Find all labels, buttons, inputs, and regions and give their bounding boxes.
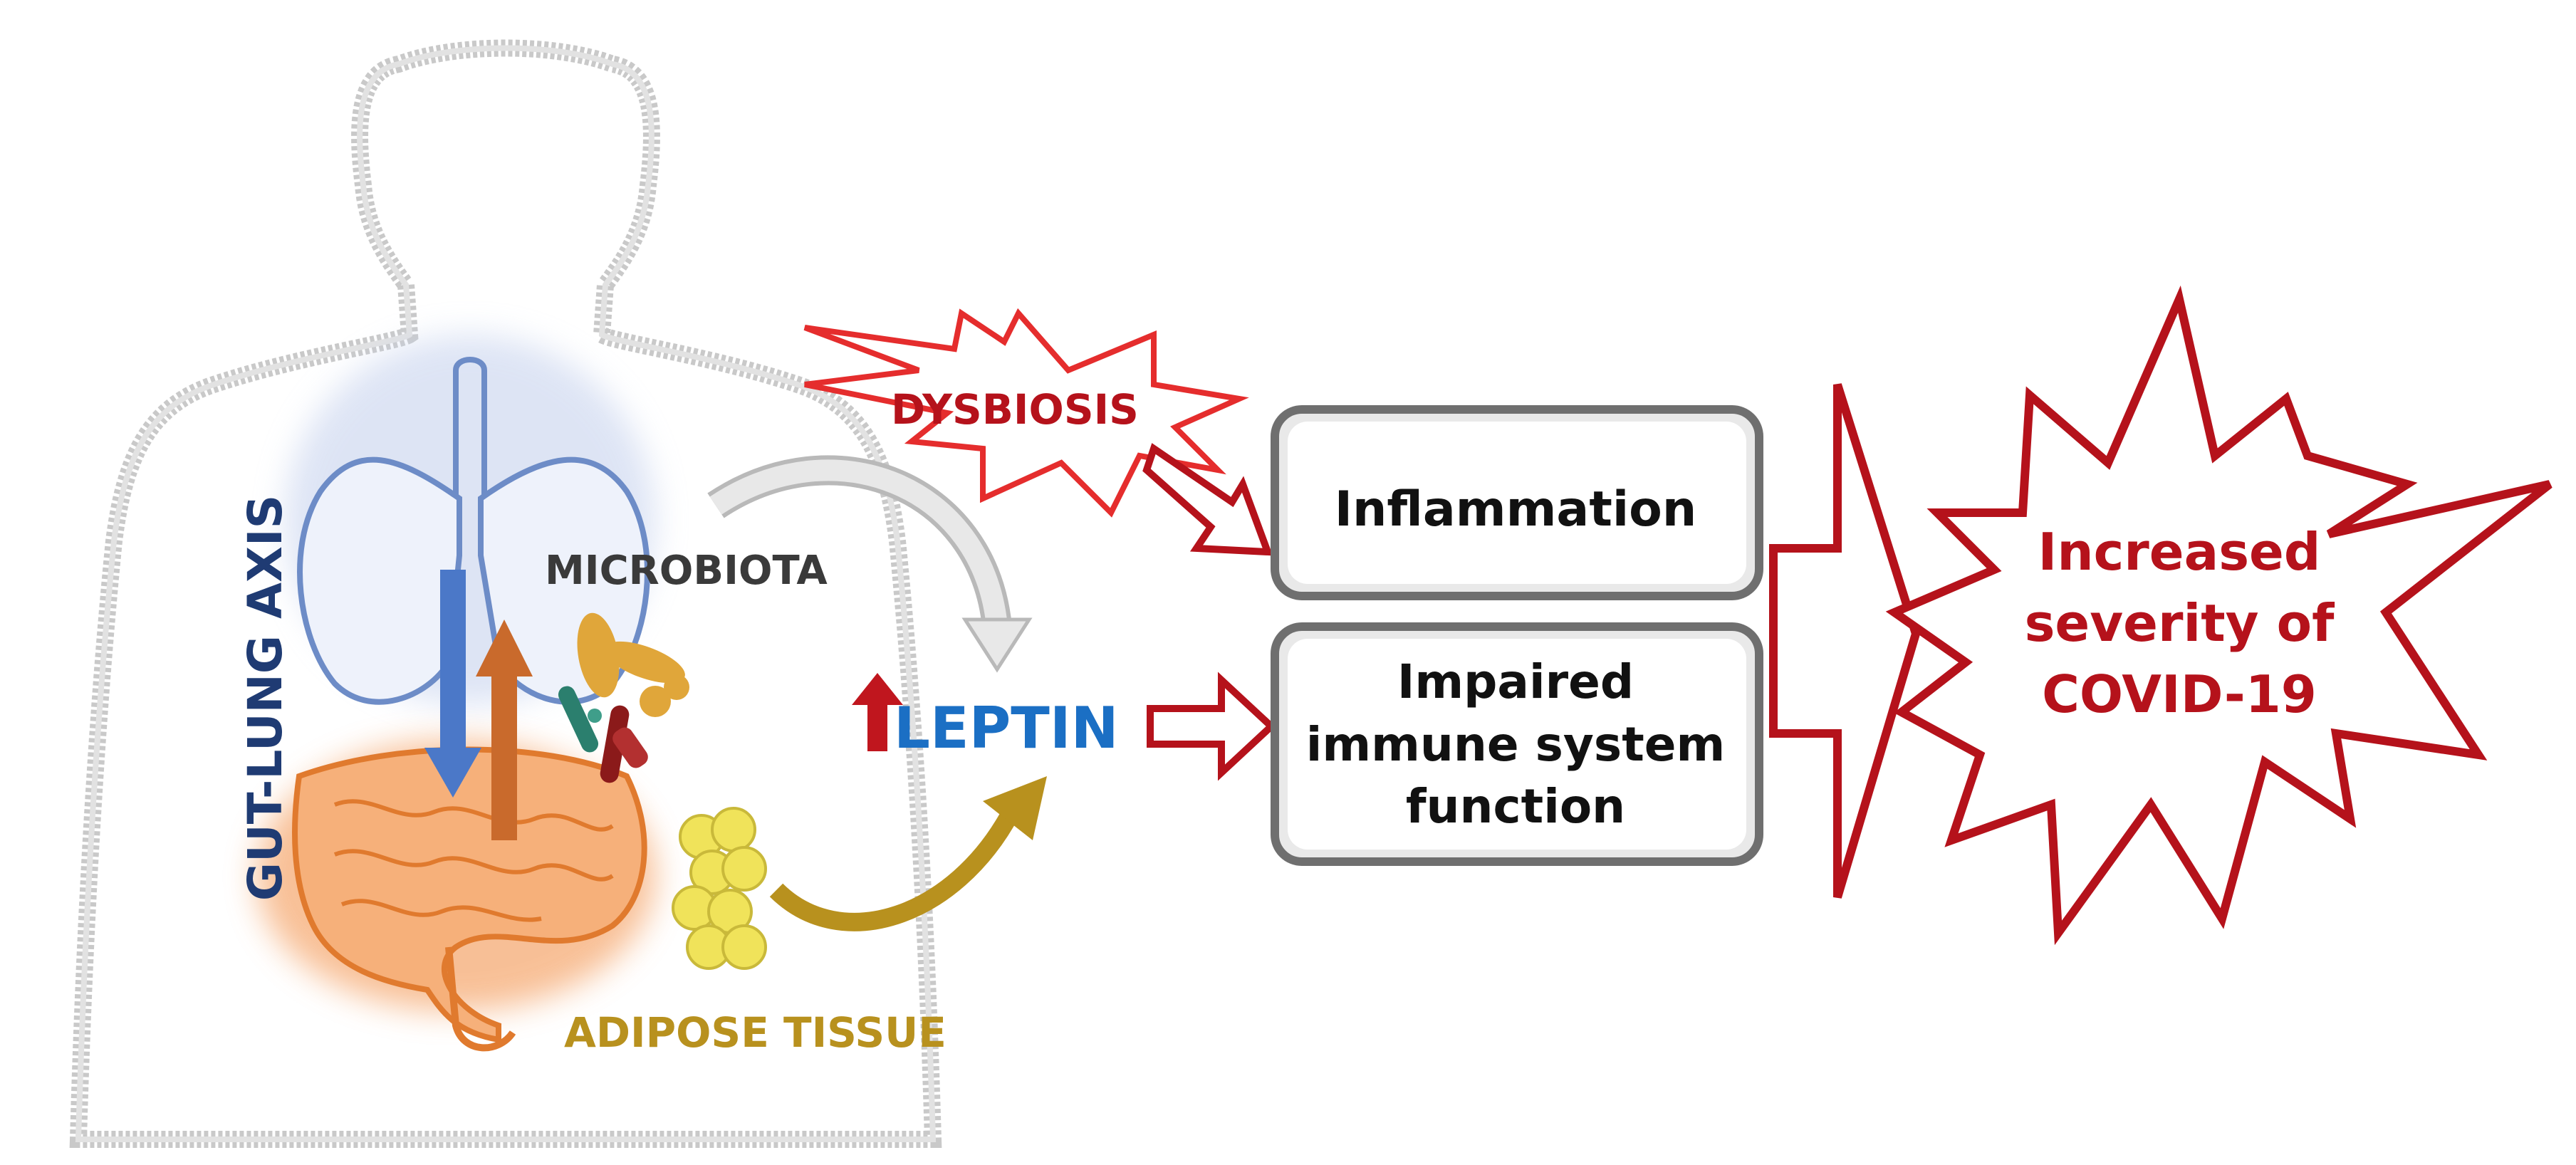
leptin-up-arrow-icon bbox=[852, 673, 903, 751]
gut-lung-axis-label: GUT-LUNG AXIS bbox=[238, 495, 293, 901]
impaired-line3: function bbox=[1406, 779, 1625, 834]
body-outline-inner bbox=[75, 45, 937, 1142]
outcome-line1: Increased bbox=[2038, 522, 2321, 582]
microbiota-label: MICROBIOTA bbox=[545, 548, 828, 594]
impaired-line2: immune system bbox=[1306, 717, 1726, 772]
leptin-label: LEPTIN bbox=[894, 695, 1119, 761]
dysbiosis-to-inflammation-arrow bbox=[1142, 443, 1273, 556]
covid-severity-starburst: Increased severity of COVID-19 bbox=[1885, 285, 2552, 946]
microbiota-icon bbox=[558, 612, 689, 783]
dysbiosis-label: DYSBIOSIS bbox=[891, 385, 1139, 434]
dysbiosis-starburst: DYSBIOSIS bbox=[803, 308, 1249, 518]
inflammation-box: Inflammation bbox=[1271, 405, 1763, 600]
microbiota-to-leptin-arrow bbox=[707, 455, 1033, 673]
gut-lung-arrows bbox=[424, 570, 533, 840]
outcome-line2: severity of bbox=[2025, 593, 2335, 653]
impaired-immune-box: Impaired immune system function bbox=[1271, 622, 1763, 866]
adipose-tissue-icon bbox=[672, 807, 767, 970]
adipose-to-leptin-arrow bbox=[769, 776, 1047, 931]
intestines-icon bbox=[256, 741, 655, 1052]
inflammation-label: Inflammation bbox=[1335, 481, 1697, 538]
lungs-icon bbox=[285, 335, 655, 705]
impaired-line1: Impaired bbox=[1397, 654, 1634, 709]
large-outcome-arrow bbox=[1769, 383, 1921, 899]
outcome-line3: COVID-19 bbox=[2042, 664, 2317, 724]
adipose-tissue-label: ADIPOSE TISSUE bbox=[564, 1008, 947, 1057]
leptin-to-immune-arrow bbox=[1147, 672, 1277, 781]
